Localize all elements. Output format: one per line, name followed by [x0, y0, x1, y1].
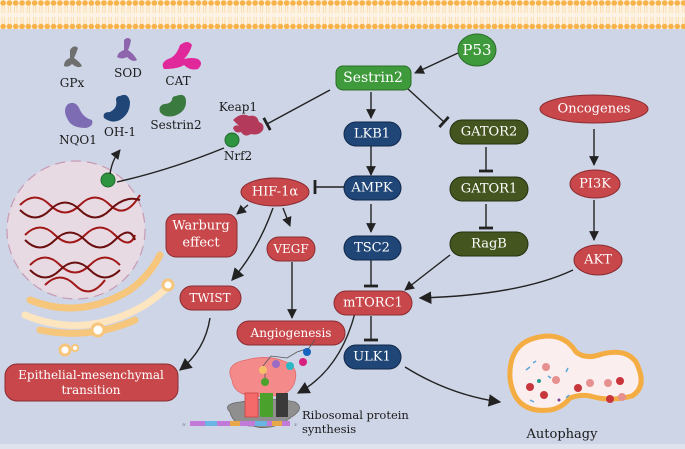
edge-nrf2-nucleus: [116, 147, 225, 183]
node-emt[interactable]: Epithelial-mesenchymal transition: [4, 363, 179, 402]
oh1-icon: [103, 94, 130, 122]
node-gator1[interactable]: GATOR1: [449, 176, 529, 202]
node-ulk1[interactable]: ULK1: [343, 344, 402, 370]
sestrin2-label: Sestrin2: [343, 70, 403, 86]
node-mtorc1[interactable]: mTORC1: [333, 290, 413, 316]
node-angiogenesis[interactable]: Angiogenesis: [236, 320, 346, 346]
node-gator2[interactable]: GATOR2: [449, 119, 529, 145]
node-hif1a[interactable]: HIF-1α: [240, 177, 310, 207]
ribosomal-label-line1: Ribosomal protein: [302, 408, 409, 422]
node-ragb[interactable]: RagB: [449, 231, 529, 257]
lkb1-label: LKB1: [354, 127, 390, 142]
ampk-label: AMPK: [350, 181, 392, 196]
bottom-border: [0, 444, 685, 449]
node-tsc2[interactable]: TSC2: [343, 235, 402, 261]
oh1-label: OH-1: [104, 125, 136, 139]
tsc2-label: TSC2: [354, 241, 390, 256]
edge-akt-mtorc1: [418, 269, 574, 304]
angiogenesis-label: Angiogenesis: [250, 326, 332, 340]
dna-icon: [19, 194, 141, 293]
node-ampk[interactable]: AMPK: [343, 175, 402, 201]
emt-label-line1: Epithelial-mesenchymal: [18, 368, 164, 382]
peptide-chain-icon: [259, 339, 316, 386]
keap1-nrf2-complex: Keap1 Nrf2: [219, 100, 264, 163]
gator1-label: GATOR1: [461, 182, 517, 197]
node-akt[interactable]: AKT: [573, 244, 623, 276]
autophagosome-icon: [507, 333, 644, 413]
nqo1-label: NQO1: [59, 133, 97, 147]
node-p53[interactable]: P53: [457, 33, 497, 67]
cat-label: CAT: [165, 74, 190, 88]
ulk1-label: ULK1: [353, 350, 391, 365]
mrna-5prime-label: 5': [182, 422, 186, 427]
nrf2-icon: [224, 132, 240, 148]
oncogenes-label: Oncogenes: [558, 102, 631, 117]
edge-p53-sestrin2: [414, 52, 459, 74]
node-lkb1[interactable]: LKB1: [343, 121, 402, 147]
sod-icon: [117, 38, 137, 61]
pi3k-label: PI3K: [579, 177, 611, 192]
nrf2-nuclear-icon: [100, 172, 116, 188]
autophagy-label: Autophagy: [526, 427, 599, 442]
node-oncogenes[interactable]: Oncogenes: [539, 94, 649, 124]
nqo1-icon: [65, 102, 93, 128]
golgi-icon: [21, 251, 175, 357]
gpx-icon: [64, 46, 82, 68]
node-vegf[interactable]: VEGF: [266, 236, 316, 262]
edge-sestrin2-gator2: [407, 88, 450, 129]
edge-ragb-mtorc1: [404, 254, 451, 291]
mtorc1-label: mTORC1: [343, 296, 403, 311]
p53-label: P53: [462, 41, 491, 59]
edge-nucleus-antioxidants: [109, 149, 121, 175]
edge-ulk1-autophagy: [404, 366, 502, 407]
warburg-label-line2: effect: [182, 236, 220, 251]
ribosome-icon: 5' 3': [182, 339, 316, 429]
keap1-label: Keap1: [219, 100, 257, 114]
edge-hif1a-twist: [231, 207, 274, 281]
sestrin2-enzyme-icon: [159, 94, 186, 117]
gator2-label: GATOR2: [461, 125, 517, 140]
pathway-edges: [109, 52, 599, 407]
node-twist[interactable]: TWIST: [179, 285, 242, 311]
emt-label-line2: transition: [61, 383, 120, 397]
vegf-label: VEGF: [272, 242, 308, 256]
mrna-strand: [190, 421, 290, 426]
cell-membrane: [0, 0, 685, 29]
edge-mtorc1-ribosome: [296, 312, 356, 394]
antioxidant-enzymes: GPx SOD CAT NQO1 OH-1 Sestrin2: [59, 38, 202, 147]
sestrin2-enzyme-label: Sestrin2: [150, 118, 201, 132]
edge-twist-emt: [179, 317, 211, 371]
edge-hif1a-warburg: [236, 204, 249, 215]
node-warburg-effect[interactable]: Warburg effect: [165, 213, 238, 258]
twist-label: TWIST: [189, 291, 230, 305]
ribosomal-label-line2: synthesis: [302, 422, 356, 436]
cat-icon: [162, 42, 201, 70]
edge-sestrin2-keap1: [262, 89, 331, 131]
edge-hif1a-vegf: [282, 207, 292, 227]
nrf2-label: Nrf2: [224, 149, 252, 163]
mrna-3prime-label: 3': [294, 422, 298, 427]
sod-label: SOD: [114, 66, 142, 80]
node-pi3k[interactable]: PI3K: [569, 169, 621, 199]
hif1a-label: HIF-1α: [252, 185, 299, 200]
node-sestrin2[interactable]: Sestrin2: [335, 65, 412, 91]
nucleus: [6, 160, 146, 300]
ragb-label: RagB: [471, 237, 507, 252]
akt-label: AKT: [583, 253, 612, 268]
gpx-label: GPx: [60, 76, 85, 90]
keap1-icon: [233, 114, 264, 136]
warburg-label-line1: Warburg: [172, 219, 229, 234]
